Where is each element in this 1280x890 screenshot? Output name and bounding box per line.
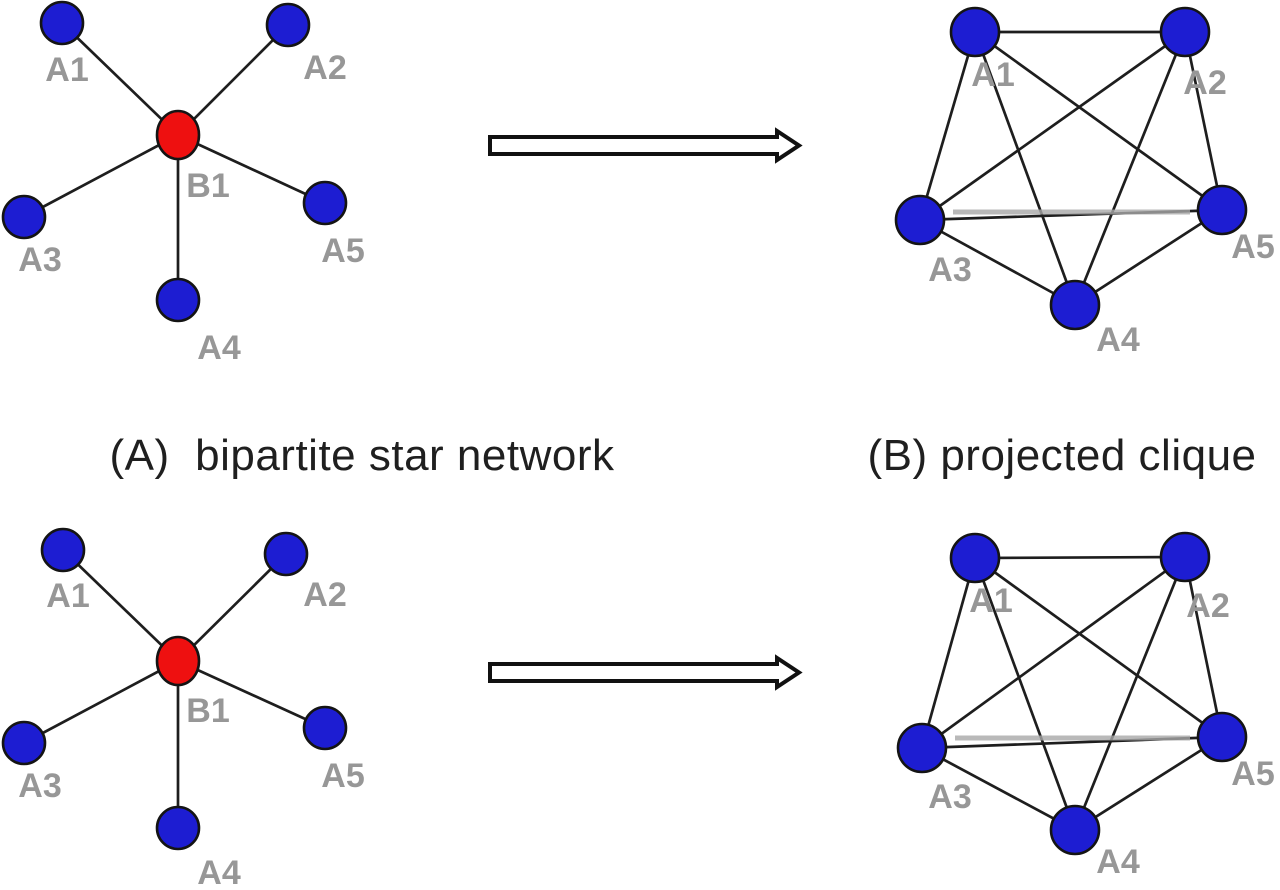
- edge-a2-a3: [921, 555, 1186, 750]
- caption-b: (B) projected clique: [867, 431, 1257, 480]
- node-a2: [1159, 531, 1211, 583]
- edge-a2-a4: [1073, 31, 1187, 306]
- node-label-a2: A2: [303, 576, 346, 614]
- node-label-a2: A2: [303, 49, 346, 87]
- node-label-a3: A3: [928, 251, 971, 289]
- node-a4: [155, 277, 201, 323]
- edge-a2-a5: [1183, 31, 1224, 211]
- edge-a1-a3: [918, 31, 977, 221]
- edge-b1-a3: [23, 659, 179, 745]
- edge-a1-a5: [974, 556, 1223, 739]
- edge-a4-a5: [1074, 208, 1223, 307]
- edge-b1-a1: [61, 22, 179, 136]
- edge-a1-a4: [973, 557, 1077, 831]
- node-a4: [1049, 804, 1101, 856]
- edge-a1-a4: [973, 31, 1077, 306]
- node-label-a5: A5: [1231, 228, 1274, 266]
- edge-a1-a2: [974, 555, 1186, 560]
- node-b1: [155, 635, 201, 687]
- node-label-a1: A1: [971, 56, 1014, 94]
- node-a3: [1, 194, 47, 240]
- edge-b1-a2: [177, 553, 287, 662]
- node-a4: [155, 805, 201, 851]
- projection-arrow-icon: [480, 112, 820, 182]
- node-label-a1: A1: [969, 582, 1012, 620]
- node-label-a3: A3: [928, 778, 971, 816]
- arrow-shape: [488, 127, 803, 164]
- node-a3: [896, 722, 948, 774]
- node-label-a2: A2: [1183, 64, 1226, 102]
- edge-a2-a4: [1073, 556, 1187, 831]
- edge-b1-a3: [23, 133, 179, 219]
- node-label-a4: A4: [1096, 321, 1140, 359]
- node-label-a3: A3: [18, 767, 61, 805]
- node-a5: [302, 705, 348, 751]
- node-label-b1: B1: [186, 692, 229, 730]
- node-a4: [1049, 279, 1101, 331]
- node-a2: [265, 2, 311, 48]
- edge-b1-a2: [177, 24, 289, 136]
- projection-arrow-bottom-svg: [488, 654, 803, 691]
- node-label-b1: B1: [186, 167, 229, 205]
- node-a5: [1196, 711, 1248, 763]
- node-a5: [1196, 184, 1248, 236]
- node-a1: [39, 0, 85, 46]
- node-label-a1: A1: [46, 577, 89, 615]
- node-a2: [1159, 6, 1211, 58]
- node-label-a1: A1: [45, 51, 88, 89]
- node-a3: [1, 720, 47, 766]
- caption-a: (A) bipartite star network: [109, 431, 615, 480]
- edge-b1-a5: [177, 133, 326, 205]
- node-a5: [302, 180, 348, 226]
- edge-a1-a5: [974, 30, 1223, 212]
- node-label-a5: A5: [1231, 755, 1274, 793]
- node-a1: [949, 6, 1001, 58]
- projection-arrow-icon: [480, 639, 820, 709]
- edge-b1-a1: [62, 549, 179, 662]
- edge-b1-a5: [177, 659, 326, 730]
- edge-a4-a5: [1074, 735, 1223, 832]
- node-label-a4: A4: [197, 854, 241, 890]
- edge-a2-a5: [1183, 556, 1224, 738]
- edge-a2-a3: [919, 30, 1186, 222]
- node-label-a5: A5: [321, 757, 364, 795]
- arrow-shape: [488, 654, 803, 691]
- node-label-a2: A2: [1186, 587, 1229, 625]
- edge-a3-a4: [921, 746, 1076, 832]
- node-a1: [40, 527, 86, 573]
- node-b1: [155, 109, 201, 161]
- edge-a3-a4: [919, 218, 1076, 307]
- node-a2: [263, 531, 309, 577]
- node-label-a3: A3: [18, 241, 61, 279]
- node-label-a5: A5: [321, 232, 364, 270]
- node-label-a4: A4: [1096, 843, 1140, 881]
- edge-a1-a3: [920, 557, 977, 749]
- node-label-a4: A4: [197, 329, 241, 367]
- projection-arrow-top-svg: [488, 127, 803, 164]
- node-a1: [949, 532, 1001, 584]
- node-a3: [894, 194, 946, 246]
